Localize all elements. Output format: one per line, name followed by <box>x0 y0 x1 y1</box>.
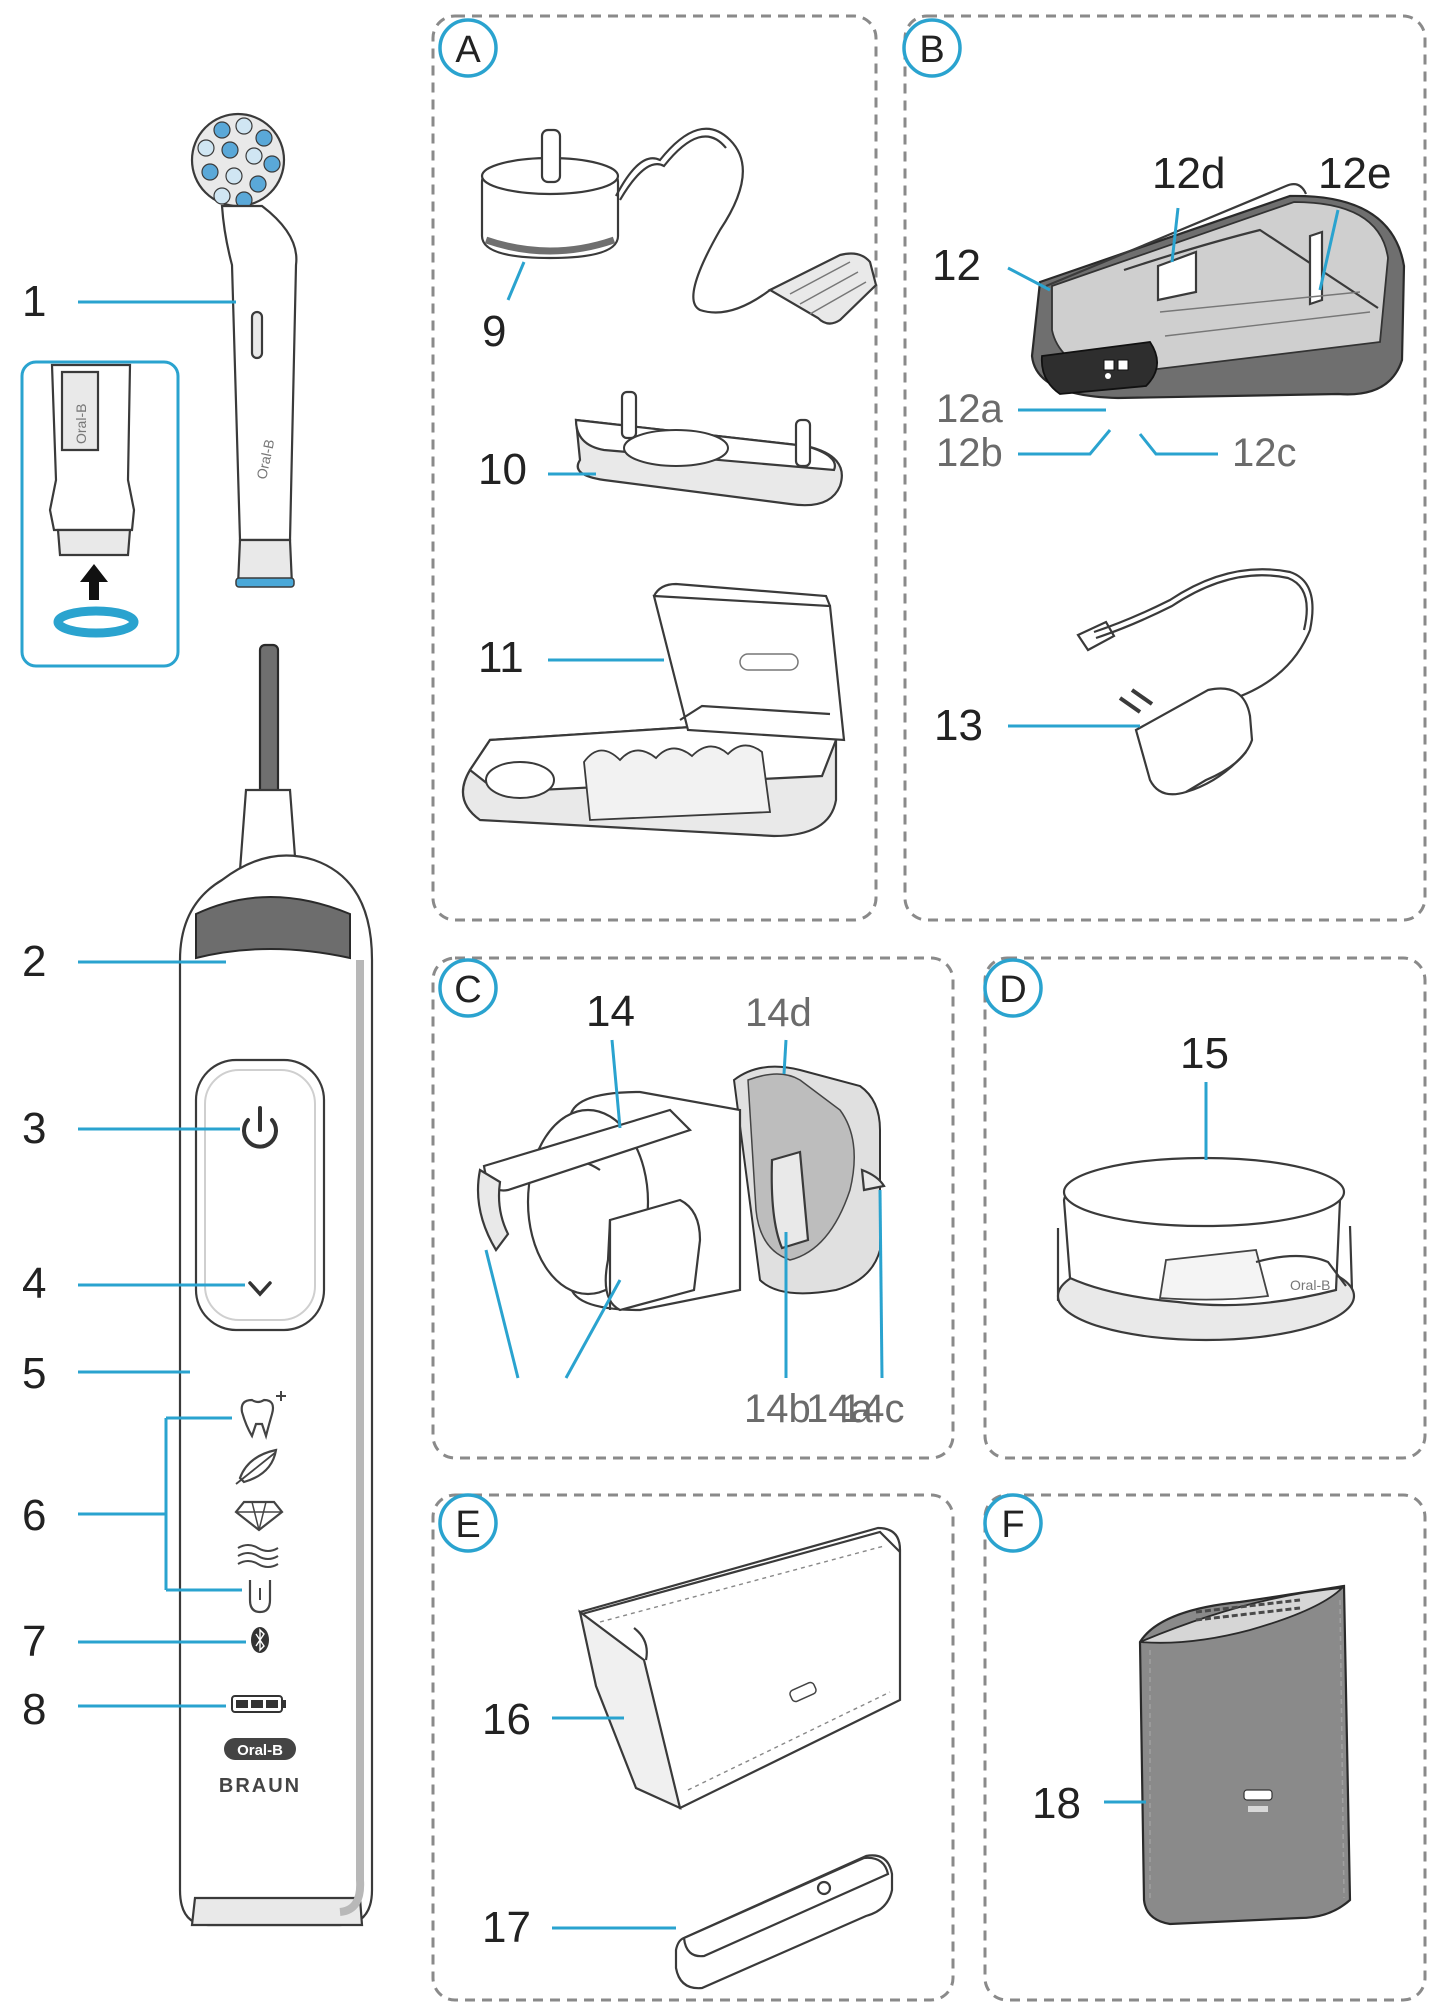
travel-pouch-illustration <box>578 1526 902 1810</box>
panel-c-letter: C <box>454 969 481 1011</box>
base-logo: Oral-B <box>1290 1277 1330 1293</box>
label-9: 9 <box>482 307 506 356</box>
panel-e-letter: E <box>455 1504 480 1546</box>
feather-icon <box>235 1448 278 1485</box>
chevron-down-icon <box>248 1281 272 1297</box>
label-7: 7 <box>22 1617 46 1666</box>
panel-f-badge: F <box>983 1493 1043 1553</box>
panel-b-letter: B <box>919 29 944 71</box>
leader-14a-left <box>484 1249 520 1379</box>
waves-icon <box>237 1544 279 1568</box>
label-14c: 14c <box>840 1387 905 1431</box>
travel-case-illustration <box>1030 183 1406 400</box>
label-1: 1 <box>22 277 46 326</box>
label-18: 18 <box>1032 1779 1081 1828</box>
oralb-logo-text: Oral-B <box>237 1742 283 1759</box>
label-16: 16 <box>482 1695 531 1744</box>
oralb-logo-badge: Oral-B <box>224 1738 296 1760</box>
leader-12b <box>1018 429 1112 456</box>
brush-head-holder-illustration <box>574 390 843 507</box>
label-12b: 12b <box>936 431 1003 475</box>
label-12c: 12c <box>1232 431 1297 475</box>
panel-c-border <box>431 956 955 1460</box>
color-ring-inset: Oral-B <box>20 360 180 668</box>
leader-14d <box>782 1039 788 1075</box>
brush-head-cap-illustration <box>674 1854 894 1990</box>
panel-a-letter: A <box>455 29 481 71</box>
tooth-plus-icon <box>240 1391 286 1440</box>
label-4: 4 <box>22 1259 46 1308</box>
label-12a: 12a <box>936 387 1003 431</box>
label-5: 5 <box>22 1349 46 1398</box>
label-15: 15 <box>1180 1029 1229 1078</box>
label-6: 6 <box>22 1491 46 1540</box>
inset-logo: Oral-B <box>73 404 89 444</box>
label-3: 3 <box>22 1104 46 1153</box>
panel-f-letter: F <box>1001 1504 1024 1546</box>
label-8: 8 <box>22 1685 46 1734</box>
panel-c-badge: C <box>438 958 498 1018</box>
tongue-icon <box>248 1580 272 1614</box>
brush-head-compartment-illustration <box>461 582 846 838</box>
smartphone-holder-illustration <box>476 1065 886 1312</box>
bluetooth-icon <box>251 1627 269 1653</box>
label-14b: 14b <box>744 1387 811 1431</box>
charger-illustration <box>480 127 878 325</box>
label-11: 11 <box>478 633 524 682</box>
leader-9 <box>506 261 526 301</box>
leader-12e <box>1318 209 1340 291</box>
label-14d: 14d <box>745 991 812 1035</box>
power-adapter-illustration <box>1076 568 1314 796</box>
label-14a: 14a <box>806 1387 873 1431</box>
label-12e: 12e <box>1318 149 1391 198</box>
toothbrush-handle: Oral-B BRAUN <box>178 643 374 1927</box>
panel-d-letter: D <box>999 969 1026 1011</box>
label-14: 14 <box>586 987 635 1036</box>
label-10: 10 <box>478 445 527 494</box>
color-ring <box>235 577 295 588</box>
leader-6 <box>78 1416 242 1592</box>
storage-pouch-illustration <box>1138 1584 1352 1926</box>
panel-e-border <box>431 1493 955 2002</box>
battery-icon <box>231 1695 286 1713</box>
label-2: 2 <box>22 937 46 986</box>
leader-12d <box>1170 207 1180 263</box>
power-icon <box>242 1106 278 1149</box>
leader-14a-mid <box>564 1279 622 1379</box>
panel-b-border <box>903 14 1427 922</box>
leader-14c <box>878 1189 884 1379</box>
leader-12c <box>1138 433 1218 456</box>
panel-d-badge: D <box>983 958 1043 1018</box>
panel-a-badge: A <box>438 18 498 78</box>
brush-head-illustration: Oral-B <box>190 112 298 588</box>
panel-b-badge: B <box>902 18 962 78</box>
panel-f-border <box>983 1493 1427 2002</box>
leader-14 <box>610 1039 622 1129</box>
label-12d: 12d <box>1152 149 1225 198</box>
braun-logo: BRAUN <box>219 1775 301 1797</box>
label-17: 17 <box>482 1903 531 1952</box>
diamond-icon <box>234 1500 284 1532</box>
panel-e-badge: E <box>438 1493 498 1553</box>
leader-12 <box>1007 266 1051 292</box>
label-13: 13 <box>934 701 983 750</box>
charging-travel-case-base-illustration: Oral-B <box>1056 1156 1356 1342</box>
label-12: 12 <box>932 241 981 290</box>
